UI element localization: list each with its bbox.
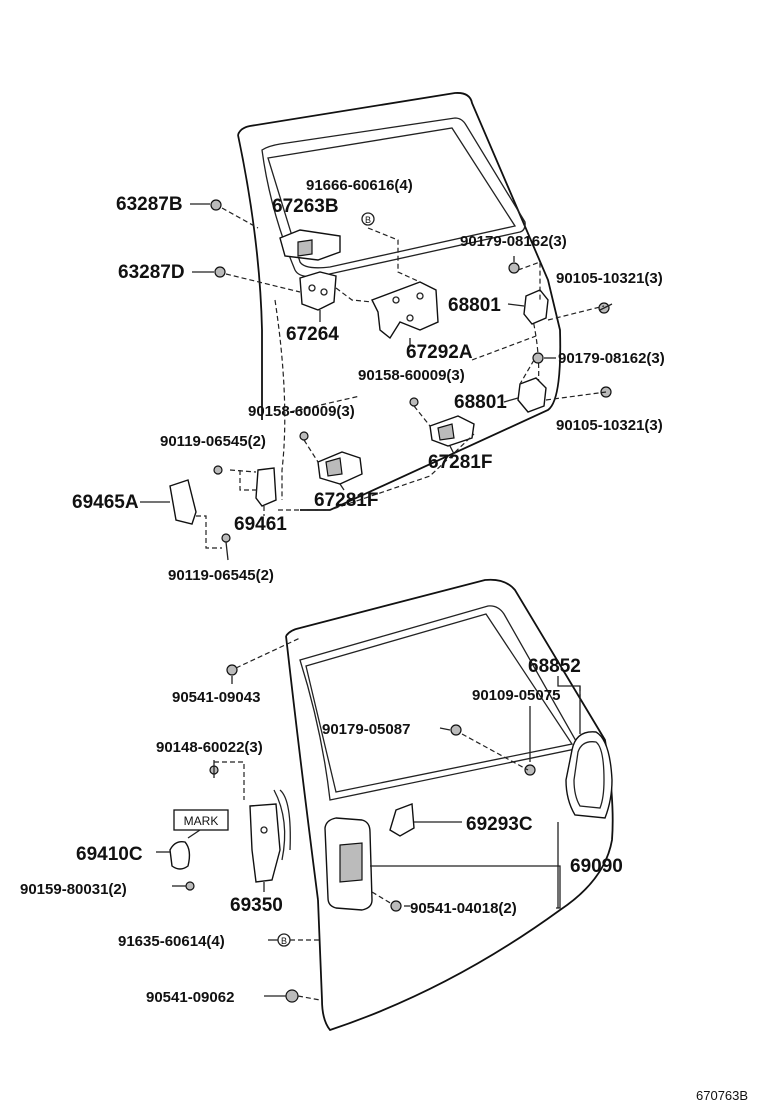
label-67281f-a: 67281F xyxy=(428,452,492,473)
lamp-68852 xyxy=(565,731,613,819)
diagram-reference-number: 670763B xyxy=(696,1088,748,1103)
label-91635: 91635-60614(4) xyxy=(118,933,225,950)
label-91666: 91666-60616(4) xyxy=(306,177,413,194)
label-68801-b: 68801 xyxy=(454,392,507,413)
striker-68801-upper xyxy=(523,289,549,325)
svg-text:B: B xyxy=(281,936,287,946)
b-marker-top xyxy=(361,212,375,226)
label-69350: 69350 xyxy=(230,895,283,916)
label-90105-a: 90105-10321(3) xyxy=(556,270,663,287)
label-90179-05087: 90179-05087 xyxy=(322,721,410,738)
lower-door: MARK B xyxy=(156,578,614,1032)
label-63287d: 63287D xyxy=(118,262,185,283)
svg-text:B: B xyxy=(365,215,371,225)
label-69461: 69461 xyxy=(234,514,287,535)
part-labels: 63287B 67263B 91666-60616(4) 90179-08162… xyxy=(20,177,748,1103)
label-90148: 90148-60022(3) xyxy=(156,739,263,756)
label-69293c: 69293C xyxy=(466,814,533,835)
label-67263b: 67263B xyxy=(272,196,339,217)
plate-67292a xyxy=(371,281,439,340)
label-90158-a: 90158-60009(3) xyxy=(358,367,465,384)
label-68801-a: 68801 xyxy=(448,295,501,316)
label-69410c: 69410C xyxy=(76,844,143,865)
label-90119-b: 90119-06545(2) xyxy=(168,567,274,584)
bolt-icon-lower xyxy=(185,664,536,1003)
label-69465a: 69465A xyxy=(72,492,139,513)
label-68852: 68852 xyxy=(528,656,581,677)
upper-door: B xyxy=(140,92,613,561)
label-90158-b: 90158-60009(3) xyxy=(248,403,355,420)
part-69465a xyxy=(169,479,197,525)
lock-69350 xyxy=(249,803,281,883)
label-90105-b: 90105-10321(3) xyxy=(556,417,663,434)
label-90119-a: 90119-06545(2) xyxy=(160,433,266,450)
label-63287b: 63287B xyxy=(116,194,183,215)
striker-68801-lower xyxy=(517,377,547,413)
cap-69410c xyxy=(169,840,191,870)
part-69461 xyxy=(255,467,277,507)
label-90541-04018: 90541-04018(2) xyxy=(410,900,517,917)
mark-label-box xyxy=(173,809,229,831)
mark-label: MARK xyxy=(184,814,219,828)
bracket-67264 xyxy=(299,271,337,311)
label-90109: 90109-05075 xyxy=(472,687,560,704)
label-90179-08162-a: 90179-08162(3) xyxy=(460,233,567,250)
label-90541-09043: 90541-09043 xyxy=(172,689,260,706)
label-67292a: 67292A xyxy=(406,342,473,363)
label-90541-09062: 90541-09062 xyxy=(146,989,234,1006)
bracket-69293c xyxy=(389,803,415,837)
label-90179-08162-b: 90179-08162(3) xyxy=(558,350,665,367)
label-67281f-b: 67281F xyxy=(314,490,378,511)
label-67264: 67264 xyxy=(286,324,339,345)
label-69090: 69090 xyxy=(570,856,623,877)
label-90159: 90159-80031(2) xyxy=(20,881,127,898)
